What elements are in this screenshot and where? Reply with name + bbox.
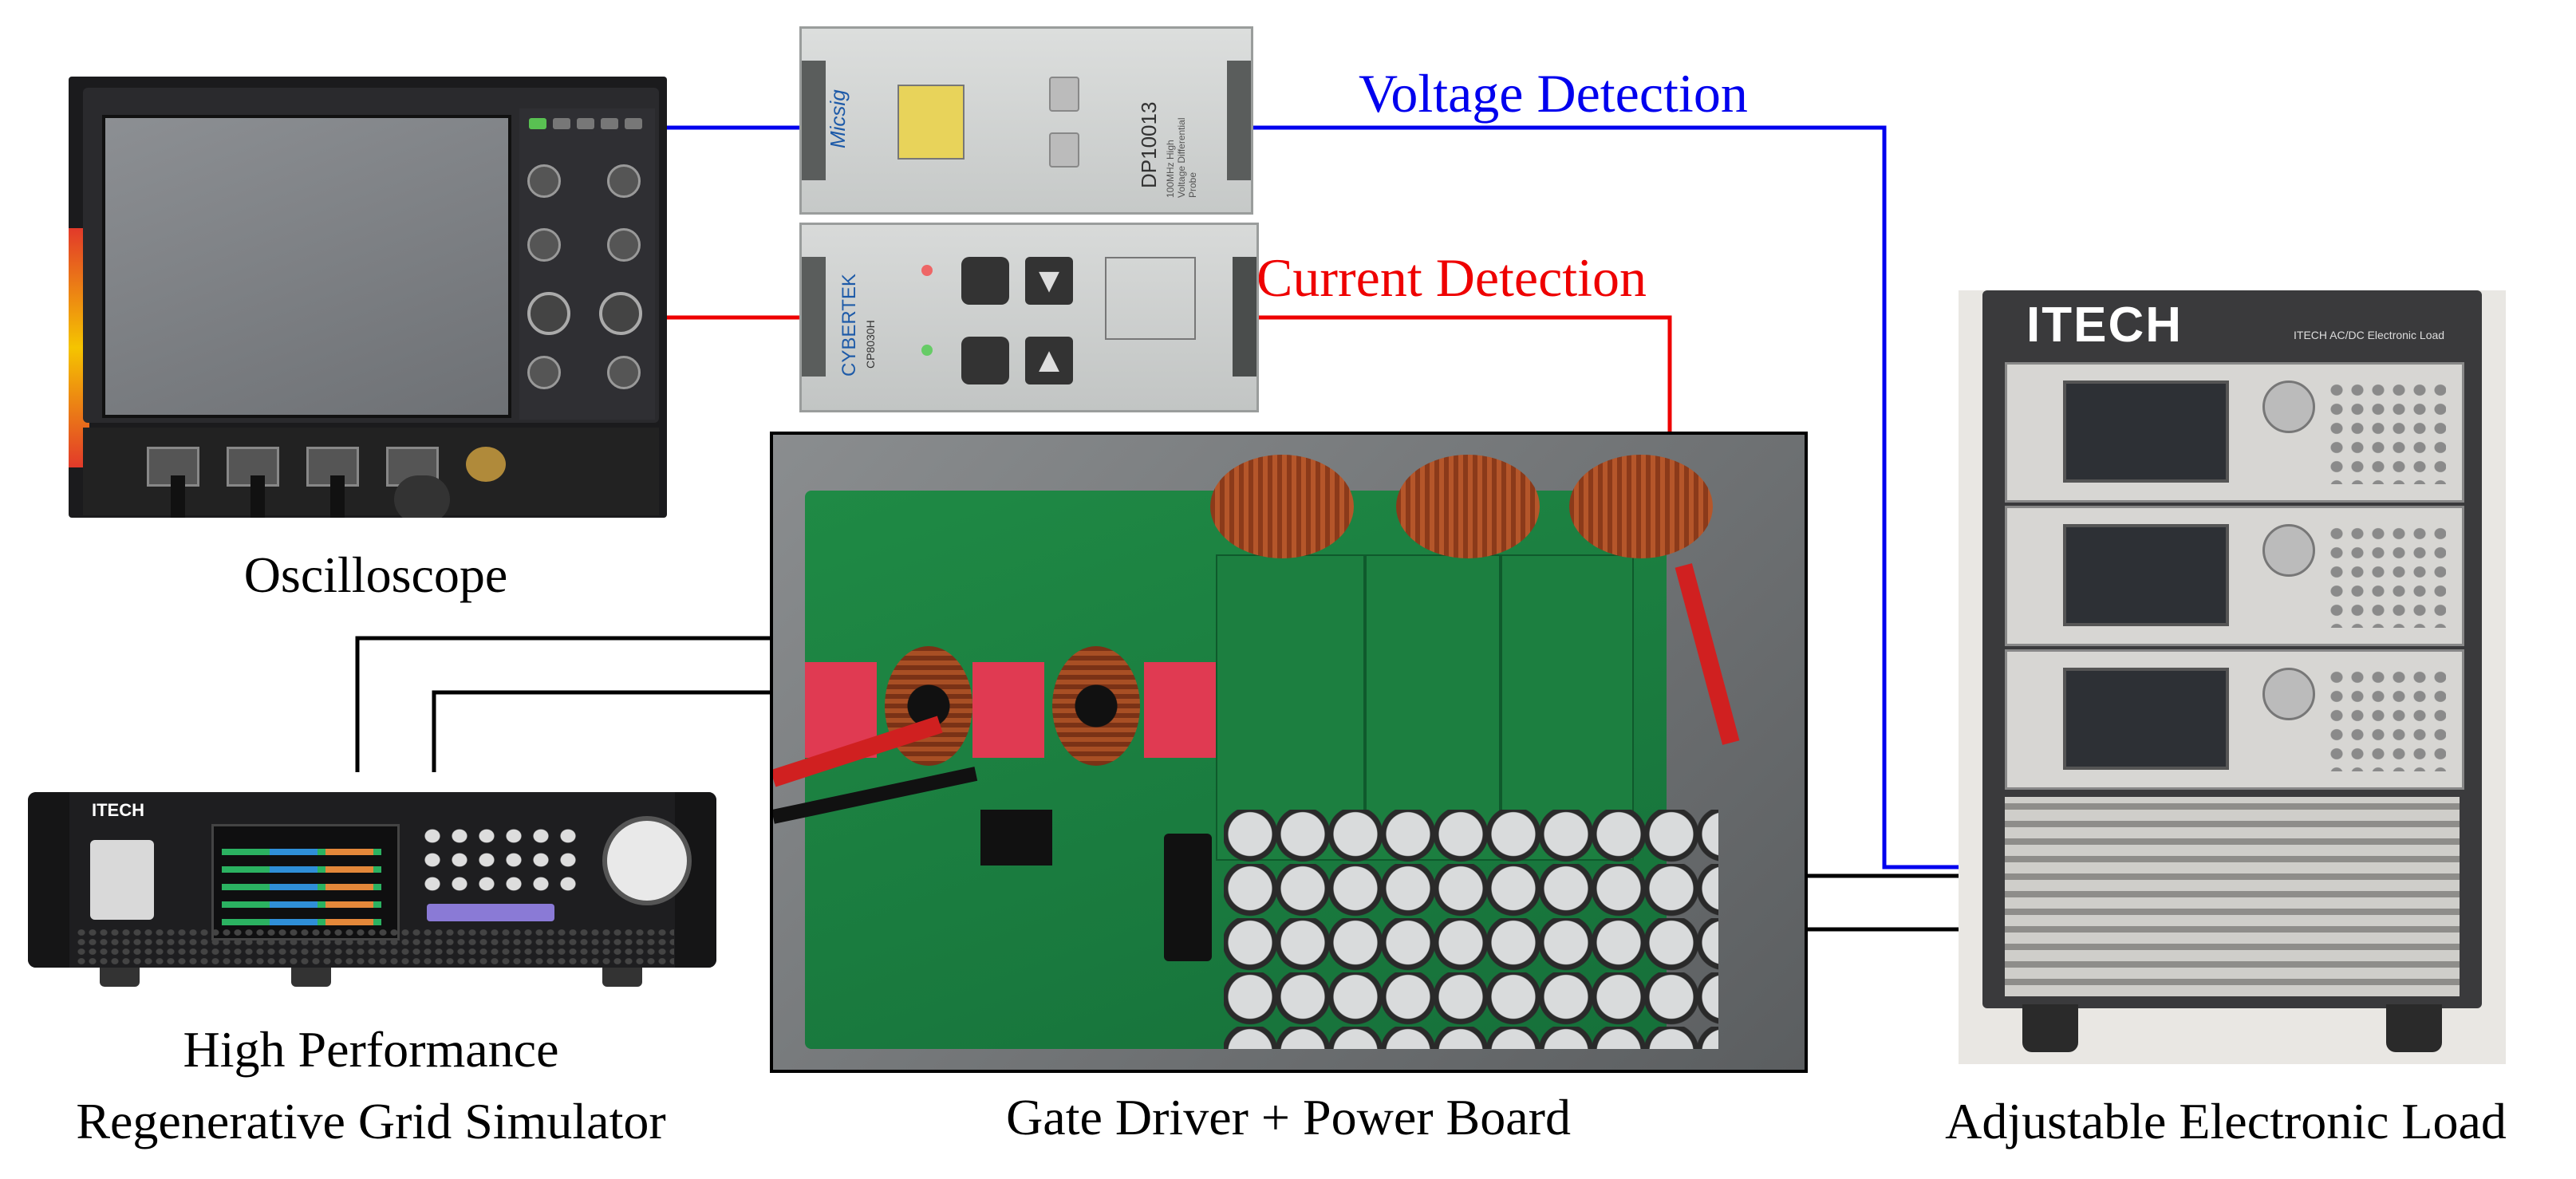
load-unit (2005, 649, 2464, 790)
grid-simulator-brand: ITECH (92, 800, 144, 820)
voltage-probe-model: DP10013 (1137, 101, 1161, 188)
load-subtitle: ITECH AC/DC Electronic Load (2294, 329, 2445, 341)
power-wire-grid-2 (432, 690, 770, 772)
oscilloscope-controls (519, 108, 655, 420)
electronic-load-caption: Adjustable Electronic Load (1945, 1093, 2507, 1149)
toroid-inductor (1210, 455, 1354, 558)
current-detection-label: Current Detection (1256, 247, 1647, 308)
oscilloscope-screen (102, 115, 511, 418)
filter-choke (885, 646, 972, 766)
voltage-wires (667, 125, 1959, 869)
current-wire-probe-to-board (1254, 315, 1672, 435)
oscilloscope-caption: Oscilloscope (243, 546, 508, 603)
power-board-image (770, 432, 1808, 1073)
voltage-probe-subtitle: 100MHz High Voltage Differential Probe (1165, 117, 1198, 198)
power-wires (355, 636, 1959, 932)
load-brand: ITECH (2026, 298, 2183, 353)
load-vent-panel (2005, 797, 2460, 996)
voltage-detection-label: Voltage Detection (1359, 63, 1748, 124)
load-unit (2005, 506, 2464, 646)
electronic-load-image: ITECH ITECH AC/DC Electronic Load (1959, 290, 2506, 1064)
current-probe-model: CP8030H (864, 320, 877, 369)
capacitor-bank (1224, 810, 1718, 1049)
toroid-inductor (1569, 455, 1713, 558)
voltage-probe-brand: Micsig (826, 89, 850, 148)
voltage-wire-probe-to-load (1249, 125, 1959, 869)
current-probe-brand: CYBERTEK (838, 274, 860, 377)
load-unit (2005, 362, 2464, 503)
filter-choke (1052, 646, 1140, 766)
voltage-probe-image: Micsig DP10013 100MHz High Voltage Diffe… (799, 26, 1253, 215)
oscilloscope-image (69, 77, 667, 518)
grid-simulator-caption-line2: Regenerative Grid Simulator (76, 1093, 666, 1149)
power-switch (90, 840, 154, 920)
current-probe-image: CYBERTEK CP8030H ▼ ▲ (799, 223, 1259, 412)
current-wires (667, 315, 1672, 435)
power-wire-grid-1 (355, 636, 770, 772)
grid-simulator-caption-line1: High Performance (183, 1021, 559, 1078)
power-board-caption: Gate Driver + Power Board (1006, 1089, 1571, 1145)
toroid-inductor (1396, 455, 1540, 558)
grid-simulator-image: ITECH (28, 792, 716, 989)
